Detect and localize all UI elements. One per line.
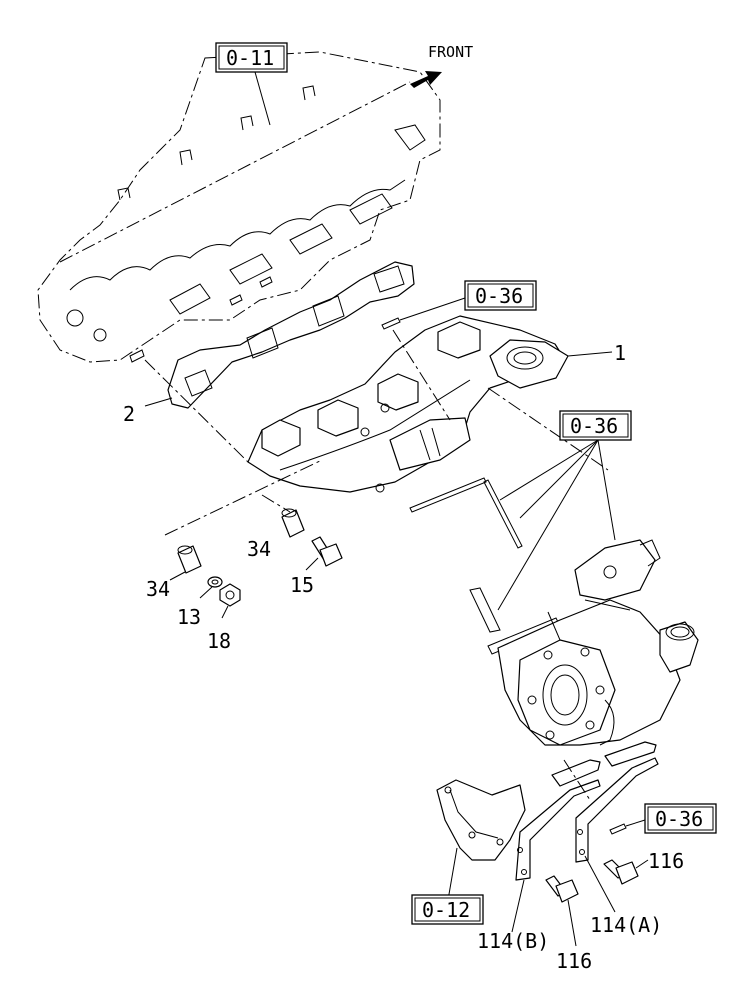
exhaust-manifold: 1 <box>144 315 626 493</box>
bracket-plate <box>436 779 526 901</box>
bolt-15: 15 <box>290 536 343 597</box>
callout-34-upper: 34 <box>247 537 271 561</box>
spacer-upper: 34 <box>247 494 305 561</box>
bolt-116-lower: 116 <box>545 875 592 973</box>
callout-114b: 114(B) <box>477 929 549 953</box>
ref-box-0-11: 0-11 <box>215 42 288 73</box>
cylinder-head <box>37 51 441 363</box>
ref-box-0-36-top: 0-36 <box>464 280 537 311</box>
callout-34-lower: 34 <box>146 577 170 601</box>
bracket-stud <box>563 759 646 835</box>
washer-13: 13 <box>177 576 223 629</box>
nut-18: 18 <box>207 583 241 653</box>
callout-116-right: 116 <box>648 849 684 873</box>
bracket-114a: 114(A) <box>575 741 662 937</box>
bolt-116-right: 116 <box>603 849 684 885</box>
ref-box-0-36-bottom: 0-36 <box>644 803 717 834</box>
ref-box-0-12: 0-12 <box>411 894 484 925</box>
ref-0-36-bottom-label: 0-36 <box>655 807 703 831</box>
front-arrow: FRONT <box>410 43 473 88</box>
ref-0-36-mid-label: 0-36 <box>570 414 618 438</box>
ref-0-36-top-label: 0-36 <box>475 284 523 308</box>
spacer-lower: 34 <box>146 459 323 601</box>
turbocharger <box>497 539 699 746</box>
callout-114a: 114(A) <box>590 913 662 937</box>
front-label: FRONT <box>428 43 473 61</box>
callout-13: 13 <box>177 605 201 629</box>
ref-box-0-36-mid: 0-36 <box>559 410 632 441</box>
callout-116-lower: 116 <box>556 949 592 973</box>
ref-0-11-label: 0-11 <box>226 46 274 70</box>
callout-18: 18 <box>207 629 231 653</box>
manifold-stud <box>381 297 466 421</box>
bracket-114b: 114(B) <box>477 759 601 953</box>
callout-1: 1 <box>614 341 626 365</box>
callout-2: 2 <box>123 402 135 426</box>
ref-0-12-label: 0-12 <box>422 898 470 922</box>
callout-15: 15 <box>290 573 314 597</box>
arrow-icon <box>410 71 442 88</box>
manifold-gasket: 2 <box>123 261 415 426</box>
turbo-gaskets <box>409 439 616 655</box>
